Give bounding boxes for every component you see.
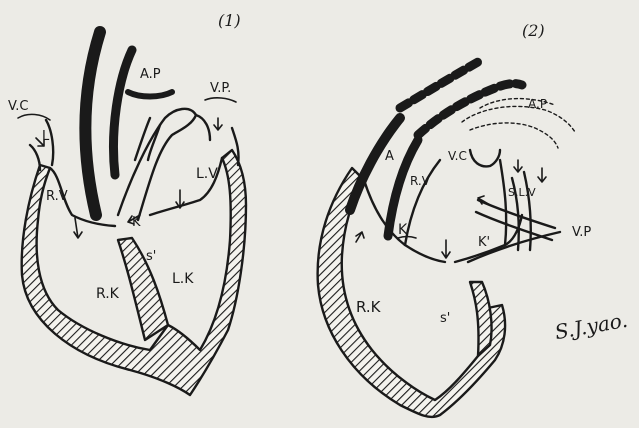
- artist-signature: S.J.yao.: [553, 308, 629, 344]
- fig1-label-rk: R.K: [96, 286, 120, 302]
- fig2-label-k2: K': [478, 235, 490, 250]
- fig1-arrow-1: [74, 218, 82, 238]
- fig2-slv-tube: [512, 172, 531, 250]
- fig2-label-vc: V.C: [448, 149, 467, 163]
- fig1-label-ap: A.P: [140, 67, 161, 82]
- fig2-label-s: s': [440, 311, 450, 326]
- fig1-septum: [118, 238, 168, 340]
- fig2-arrow-1: [442, 240, 450, 258]
- fig1-aorta: [85, 32, 100, 215]
- figure-2: [318, 62, 575, 417]
- fig1-label-vp: V.P.: [210, 81, 231, 96]
- fig1-label-s: s': [146, 249, 156, 264]
- fig2-label-slv: S.L.V: [508, 186, 536, 199]
- fig2-dotted-arch-2: [470, 123, 558, 148]
- fig1-vena-cava-left: [30, 120, 53, 170]
- fig2-number: (2): [522, 21, 545, 40]
- fig1-vessel-tube-2: [135, 118, 160, 160]
- fig2-valve-cup: [470, 150, 500, 166]
- fig1-label-lv: L.V: [196, 166, 218, 182]
- fig1-arrow-3: [214, 118, 222, 130]
- fig2-label-vp: V.P: [572, 225, 591, 240]
- fig1-label-k: K: [132, 215, 141, 230]
- fig2-label-ap: A.P: [528, 97, 547, 111]
- fig2-label-rk: R.K: [356, 298, 382, 316]
- fig2-label-rv: R.V: [410, 174, 431, 188]
- fig1-label-l: L: [42, 129, 50, 144]
- fig1-label-lk: L.K: [172, 271, 194, 287]
- fig1-aorta-inner: [114, 50, 132, 175]
- fig1-vp-underline: [205, 98, 236, 102]
- fig2-label-k: K: [398, 222, 408, 238]
- fig1-label-rv: R.V: [46, 189, 68, 204]
- fig2-dotted-arch-1: [462, 106, 575, 132]
- fig2-arrow-4: [514, 160, 522, 172]
- fig1-number: (1): [218, 11, 241, 30]
- fig2-inner-tube: [405, 160, 506, 245]
- fig1-pulmonary-artery: [128, 92, 172, 97]
- fig2-arrow-3: [538, 168, 546, 182]
- fig2-arrow-2: [356, 232, 364, 242]
- fig1-vessel-tube: [118, 109, 196, 220]
- fig2-septum: [470, 282, 492, 356]
- fig1-label-vc: V.C: [8, 99, 28, 114]
- fig2-label-a: A: [385, 149, 394, 164]
